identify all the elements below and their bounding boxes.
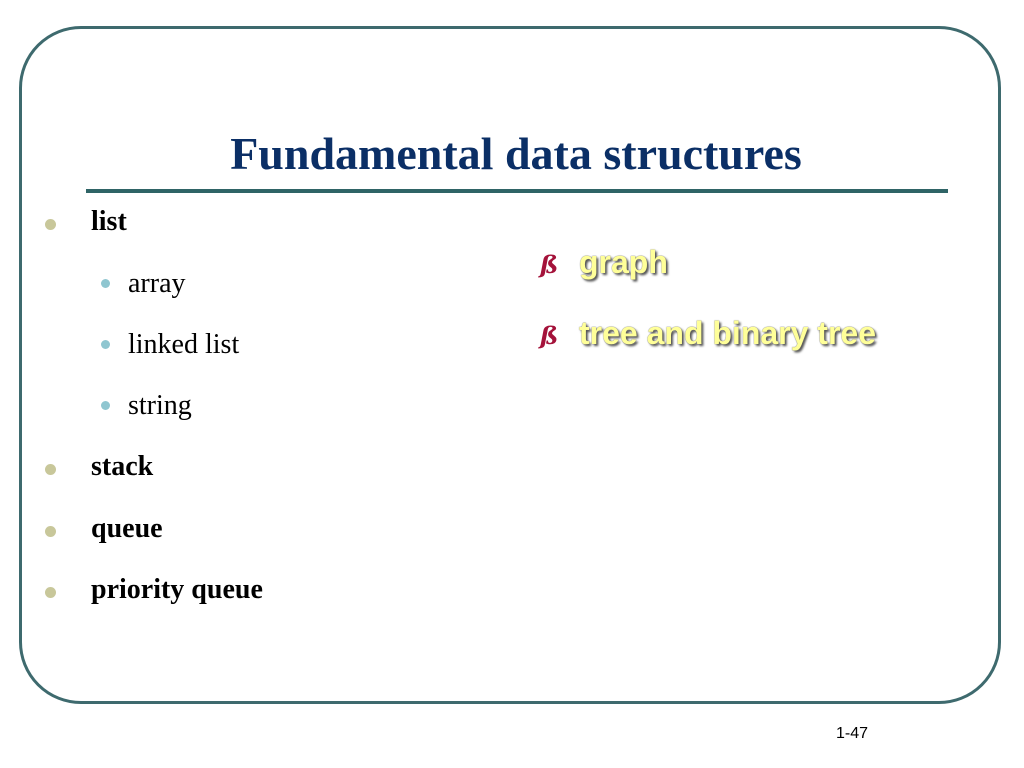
- script-bullet-icon: ß: [540, 250, 559, 279]
- list-item: tree and binary tree: [579, 315, 876, 351]
- list-item: list: [91, 206, 127, 237]
- sub-bullet-dot-icon: [101, 401, 110, 410]
- sub-bullet-dot-icon: [101, 279, 110, 288]
- list-item: stack: [91, 451, 154, 482]
- list-item: priority queue: [91, 574, 263, 605]
- list-item: array: [128, 268, 186, 299]
- list-item: graph: [579, 244, 668, 280]
- bullet-dot-icon: [45, 526, 56, 537]
- slide-title: Fundamental data structures: [230, 128, 802, 179]
- bullet-dot-icon: [45, 219, 56, 230]
- list-item: linked list: [128, 329, 240, 360]
- bullet-dot-icon: [45, 587, 56, 598]
- page-number: 1-47: [836, 725, 869, 742]
- sub-bullet-dot-icon: [101, 340, 110, 349]
- slide-frame: [19, 26, 1001, 704]
- bullet-dot-icon: [45, 464, 56, 475]
- script-bullet-icon: ß: [540, 321, 559, 350]
- title-underline: [86, 189, 948, 193]
- list-item: string: [128, 390, 192, 421]
- list-item: queue: [91, 513, 163, 544]
